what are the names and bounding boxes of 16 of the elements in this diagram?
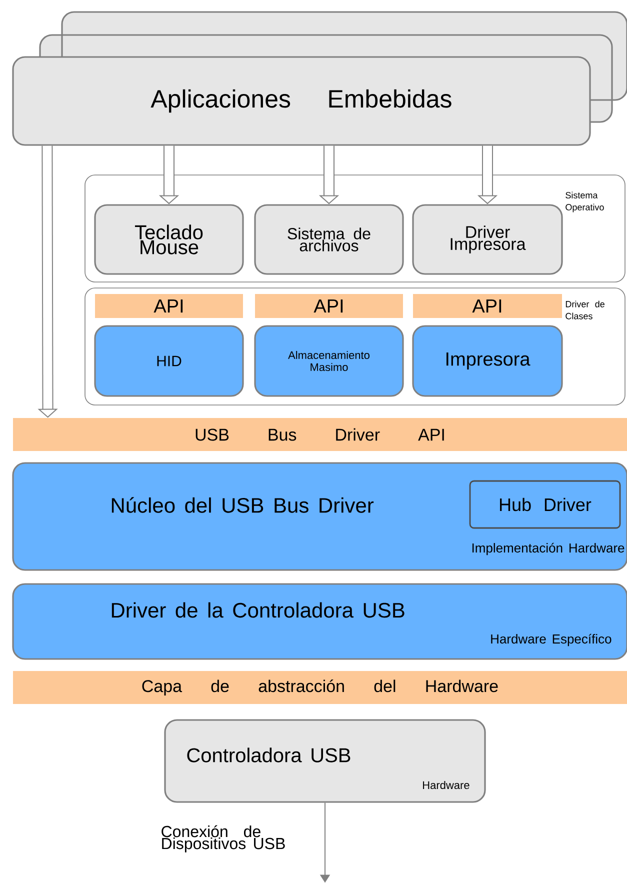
process-box: Driver Impresora <box>412 204 563 275</box>
process-box: Hub Driver <box>469 480 621 529</box>
api-band: API <box>95 294 243 318</box>
process-box: Controladora USB Hardware <box>164 719 486 803</box>
layer-box: HID <box>94 325 244 397</box>
layer-box: Driver de la Controladora USB Hardware Específico <box>12 583 627 660</box>
layer-box: Impresora <box>412 325 563 397</box>
process-box: Aplicaciones Embebidas <box>12 56 591 146</box>
edge-label: Conexión de Dispositivos USB <box>162 825 285 852</box>
api-band: USB Bus Driver API <box>13 418 627 451</box>
api-band: API <box>255 294 403 318</box>
process-box: Teclado Mouse <box>94 204 244 275</box>
layer-box: Almacenamiento Masimo <box>254 325 404 397</box>
api-band: Capa de abstracción del Hardware <box>13 671 627 704</box>
api-band: API <box>413 294 562 318</box>
process-box: Sistema de archivos <box>254 204 404 275</box>
